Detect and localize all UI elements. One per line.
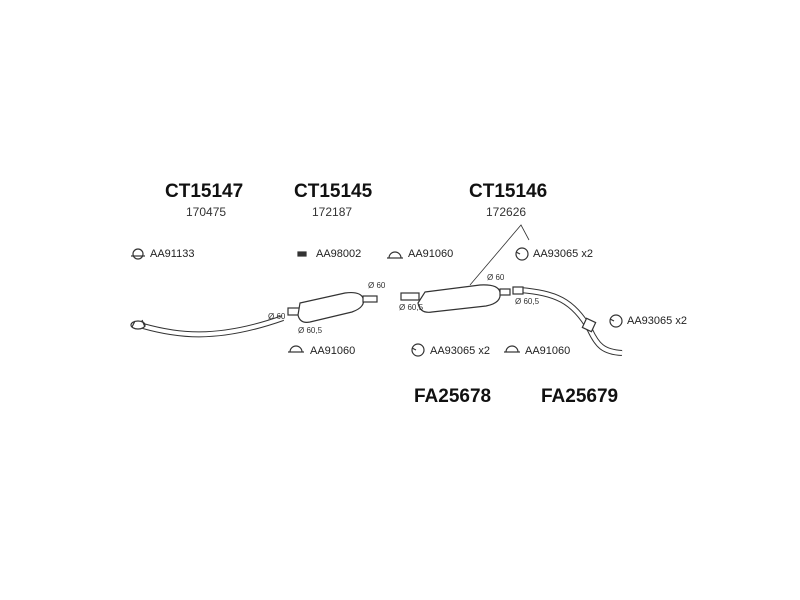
clamp-middle-bottom-label: AA91060 xyxy=(310,345,356,357)
rear-outlet-dim: Ø 60 xyxy=(487,273,505,282)
front-pipe-ref: 170475 xyxy=(186,205,227,219)
clamp-bottom-a-icon xyxy=(411,343,425,357)
clamp-top-label: AA91060 xyxy=(408,248,454,260)
clamp-bottom-a-label: AA93065 x2 xyxy=(430,345,490,357)
rear-silencer-code: CT15146 xyxy=(469,181,548,202)
tail-pipe-a-code: FA25678 xyxy=(414,386,492,407)
middle-inlet-dim: Ø 60,5 xyxy=(298,326,323,335)
middle-silencer-ref: 172187 xyxy=(312,205,353,219)
tail-pipe-b-code: FA25679 xyxy=(541,386,619,407)
bracket-middle-label: AA98002 xyxy=(316,248,362,260)
front-pipe xyxy=(130,315,284,338)
tail-inlet-dim: Ø 60,5 xyxy=(515,297,540,306)
middle-silencer xyxy=(287,291,378,323)
clamp-bottom-b-label: AA91060 xyxy=(525,345,571,357)
clamp-tail-right-label: AA93065 x2 xyxy=(627,315,687,327)
clamp-front-icon xyxy=(131,248,145,260)
rear-silencer xyxy=(400,224,530,313)
clamp-tail-right-icon xyxy=(609,314,623,328)
clamp-rear-top-icon xyxy=(515,247,529,261)
front-outlet-dim: Ø 60 xyxy=(268,312,286,321)
tail-pipe xyxy=(512,286,623,356)
rear-silencer-ref: 172626 xyxy=(486,205,527,219)
rear-inlet-dim: Ø 60,5 xyxy=(399,303,424,312)
clamp-bottom-b-icon xyxy=(504,345,520,353)
middle-outlet-dim: Ø 60 xyxy=(368,281,386,290)
middle-silencer-code: CT15145 xyxy=(294,181,373,202)
clamp-middle-bottom-icon xyxy=(288,345,304,353)
clamp-rear-top-label: AA93065 x2 xyxy=(533,248,593,260)
clamp-top-icon xyxy=(387,251,403,259)
front-pipe-code: CT15147 xyxy=(165,181,244,202)
bracket-middle-icon xyxy=(297,251,307,257)
clamp-front-label: AA91133 xyxy=(150,248,195,260)
